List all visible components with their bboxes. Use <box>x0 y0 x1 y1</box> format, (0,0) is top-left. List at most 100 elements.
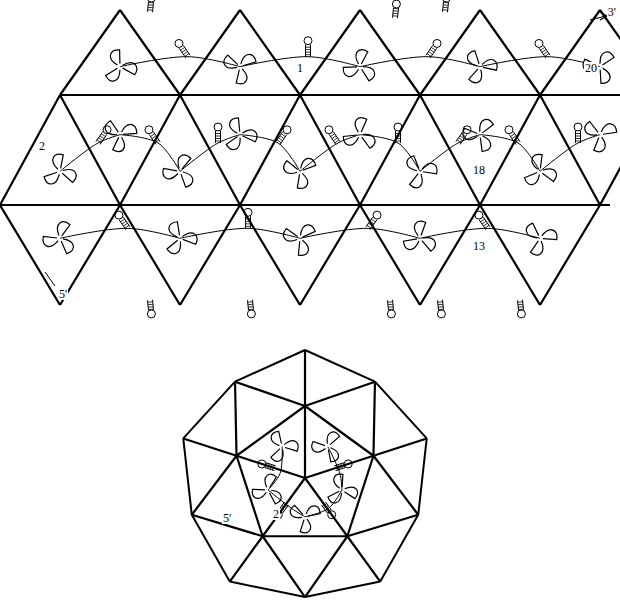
edge-line <box>263 478 305 536</box>
rna-domain <box>328 474 358 503</box>
rna-domain <box>526 223 557 255</box>
rna-domain <box>312 432 340 462</box>
edge-line <box>240 10 300 95</box>
stem-loop <box>247 300 255 318</box>
stem-loop <box>392 0 400 18</box>
edge-line <box>480 95 540 205</box>
stem-loop <box>325 126 340 145</box>
rna-domain <box>284 225 316 255</box>
edge-line <box>420 205 480 305</box>
edge-line <box>373 382 374 456</box>
edge-line <box>180 205 240 305</box>
edge-line <box>304 350 306 406</box>
rna-link <box>305 490 342 517</box>
edge-line <box>120 205 180 305</box>
edge-line <box>360 10 420 95</box>
stem-loop <box>258 460 276 471</box>
edge-line <box>300 95 360 205</box>
edge-line <box>347 536 380 581</box>
rna-domain <box>43 222 73 254</box>
rna-domain <box>44 154 76 184</box>
rna-domain <box>226 118 257 150</box>
edge-line <box>120 10 180 95</box>
rna-domain <box>271 431 298 461</box>
edge-line <box>373 456 418 515</box>
strand-end-label: 5' <box>58 288 68 300</box>
rna-link <box>360 135 420 172</box>
edge-line <box>240 95 300 205</box>
rna-link <box>120 135 180 172</box>
edge-line <box>60 205 120 305</box>
edge-line <box>60 94 620 96</box>
stem-loop <box>145 126 160 145</box>
rna-link <box>180 135 240 172</box>
rna-link <box>268 447 282 490</box>
edge-line <box>300 205 360 305</box>
rna-domain <box>343 118 375 148</box>
rna-link <box>120 57 240 67</box>
stem-loop <box>304 37 312 57</box>
stem-loop <box>517 300 525 318</box>
edge-line <box>192 456 237 515</box>
callout-number: 2 <box>38 140 46 152</box>
edge-line <box>240 205 300 305</box>
strand-end-label: 3' <box>607 6 617 18</box>
stem-loop <box>334 460 352 471</box>
callout-number: 13 <box>472 240 486 252</box>
callout-number: 18 <box>472 164 486 176</box>
edge-line <box>480 205 540 305</box>
edge-line <box>235 382 236 456</box>
stem-loop <box>96 126 111 145</box>
edge-line <box>0 95 60 205</box>
edge-line <box>305 582 380 597</box>
rna-domain <box>106 50 137 81</box>
edge-line <box>60 95 120 205</box>
rna-domain <box>290 505 320 533</box>
edge-line <box>540 10 600 95</box>
rna-domain <box>525 154 557 184</box>
edge-line <box>237 406 305 456</box>
edge-line <box>360 95 420 205</box>
rna-link <box>420 228 540 238</box>
stem-loop <box>574 123 582 143</box>
strand-end-label: 5' <box>222 512 232 524</box>
edge-line <box>420 95 480 205</box>
edge-line <box>183 382 235 439</box>
rna-domain <box>407 156 437 188</box>
edge-line <box>360 205 420 305</box>
edge-line <box>235 382 305 406</box>
rna-link <box>60 135 120 172</box>
edge-line <box>237 456 263 536</box>
rna-link <box>420 135 480 172</box>
edge-line <box>180 95 240 205</box>
rna-link <box>60 228 180 238</box>
edge-line <box>305 536 347 597</box>
rna-domain <box>585 121 617 151</box>
edge-line <box>263 536 305 597</box>
rna-link <box>240 135 300 172</box>
edge-line <box>183 438 192 514</box>
rna-domain <box>343 50 374 81</box>
edge-line <box>235 350 305 382</box>
stem-loop <box>321 502 335 519</box>
rna-link <box>300 135 360 172</box>
edge-line <box>305 382 375 406</box>
edge-line <box>300 10 360 95</box>
callout-number: 1 <box>296 62 304 74</box>
edge-line <box>180 10 240 95</box>
rna-domain <box>224 54 256 83</box>
edge-line <box>375 382 427 439</box>
edge-line <box>305 406 373 456</box>
edge-line <box>540 205 600 305</box>
stem-loop <box>475 211 490 230</box>
edge-line <box>263 535 348 537</box>
edge-line <box>230 536 263 581</box>
stem-loop <box>115 211 130 230</box>
edge-line <box>192 515 230 582</box>
rna-link <box>180 228 300 238</box>
callout-number: 20 <box>584 62 598 74</box>
rna-link <box>328 447 342 490</box>
edge-line <box>418 438 427 514</box>
